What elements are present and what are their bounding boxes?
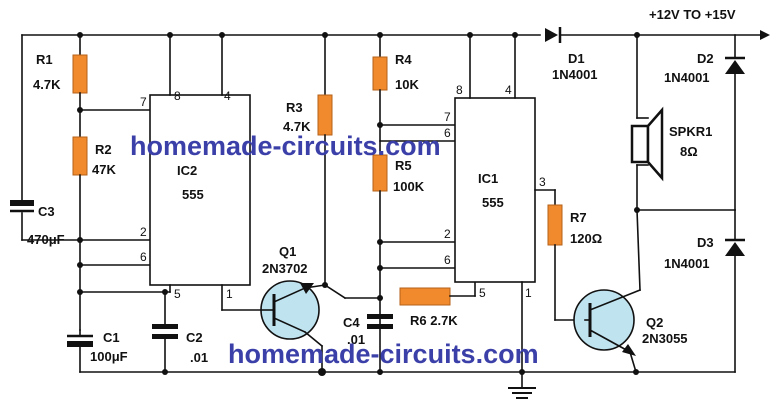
ic1-pin6-top: 6 (444, 126, 451, 140)
q2-ref: Q2 (646, 315, 663, 330)
ic1-pin6: 6 (444, 253, 451, 267)
r6-label: R6 2.7K (410, 313, 458, 328)
q1-ref: Q1 (279, 244, 296, 259)
c1-ref: C1 (103, 330, 120, 345)
c3-value: 470μF (27, 232, 65, 247)
c2-ref: C2 (186, 330, 203, 345)
r7-resistor (547, 204, 563, 246)
r1-ref: R1 (36, 52, 53, 67)
r4-ref: R4 (395, 52, 412, 67)
ic1-pin7: 7 (444, 110, 451, 124)
r3-ref: R3 (286, 100, 303, 115)
r4-value: 10K (395, 77, 419, 92)
r6-resistor (399, 287, 451, 306)
supply-rail (21, 30, 770, 40)
d2-value: 1N4001 (664, 70, 710, 85)
r2-ref: R2 (95, 142, 112, 157)
speaker-symbol (630, 34, 664, 291)
d2-ref: D2 (697, 51, 714, 66)
r5-ref: R5 (395, 158, 412, 173)
r7-ref: R7 (570, 210, 587, 225)
ic1-pin4: 4 (505, 83, 512, 97)
ic2-pin7: 7 (140, 95, 147, 109)
c1-value: 100μF (90, 349, 128, 364)
ic1-pin1: 1 (525, 286, 532, 300)
ic2-pin6: 6 (140, 250, 147, 264)
ic2-type: 555 (182, 187, 204, 202)
ic2-pin4: 4 (224, 89, 231, 103)
ic1-pin2: 2 (444, 227, 451, 241)
q1-to-r6-wire (323, 283, 347, 300)
ic2-pin2: 2 (140, 225, 147, 239)
r4-r5-chain (372, 34, 456, 373)
r2-resistor (72, 136, 88, 176)
ic1-pin3: 3 (539, 175, 546, 189)
q2-transistor (573, 288, 642, 373)
ic1-type: 555 (482, 195, 504, 210)
watermark-bottom: homemade-circuits.com (228, 339, 539, 369)
ic2-ref: IC2 (177, 163, 197, 178)
r3-resistor (317, 94, 333, 136)
c3-branch (10, 34, 81, 241)
c2-capacitor (152, 291, 178, 373)
c2-value: .01 (190, 350, 208, 365)
r5-value: 100K (393, 179, 425, 194)
ic1-pin5: 5 (479, 286, 486, 300)
ic2-pin8: 8 (174, 89, 181, 103)
c4-value: .01 (347, 332, 365, 347)
r7-value: 120Ω (570, 231, 602, 246)
d1-diode (545, 27, 562, 43)
d2-d3-branch (636, 34, 745, 373)
q1-transistor (260, 280, 326, 373)
r1-value: 4.7K (33, 77, 61, 92)
junction-dots (77, 32, 640, 376)
ic1-pin8: 8 (456, 83, 463, 97)
r3-branch (317, 34, 333, 286)
supply-label: +12V TO +15V (649, 7, 736, 22)
q1-value: 2N3702 (262, 261, 308, 276)
c1-capacitor (67, 329, 93, 373)
spkr-value: 8Ω (680, 144, 698, 159)
d1-ref: D1 (568, 51, 585, 66)
r7-branch (547, 189, 586, 321)
r4-resistor (372, 56, 388, 91)
spkr-ref: SPKR1 (669, 124, 712, 139)
r3-value: 4.7K (283, 119, 311, 134)
watermark-top: homemade-circuits.com (130, 131, 441, 161)
d1-value: 1N4001 (552, 67, 598, 82)
ic1-chip (454, 97, 536, 283)
r2-value: 47K (92, 162, 116, 177)
ic2-pin1: 1 (226, 287, 233, 301)
ground-symbol (508, 387, 536, 399)
d3-value: 1N4001 (664, 256, 710, 271)
c4-capacitor (367, 314, 393, 329)
q2-value: 2N3055 (642, 331, 688, 346)
c4-ref: C4 (343, 315, 360, 330)
d3-ref: D3 (697, 235, 714, 250)
ic1-ref: IC1 (478, 171, 498, 186)
ic2-chip (149, 94, 251, 286)
r1-r2-chain (72, 34, 171, 331)
c3-ref: C3 (38, 204, 55, 219)
ic2-pin5: 5 (174, 287, 181, 301)
r1-resistor (72, 54, 88, 94)
